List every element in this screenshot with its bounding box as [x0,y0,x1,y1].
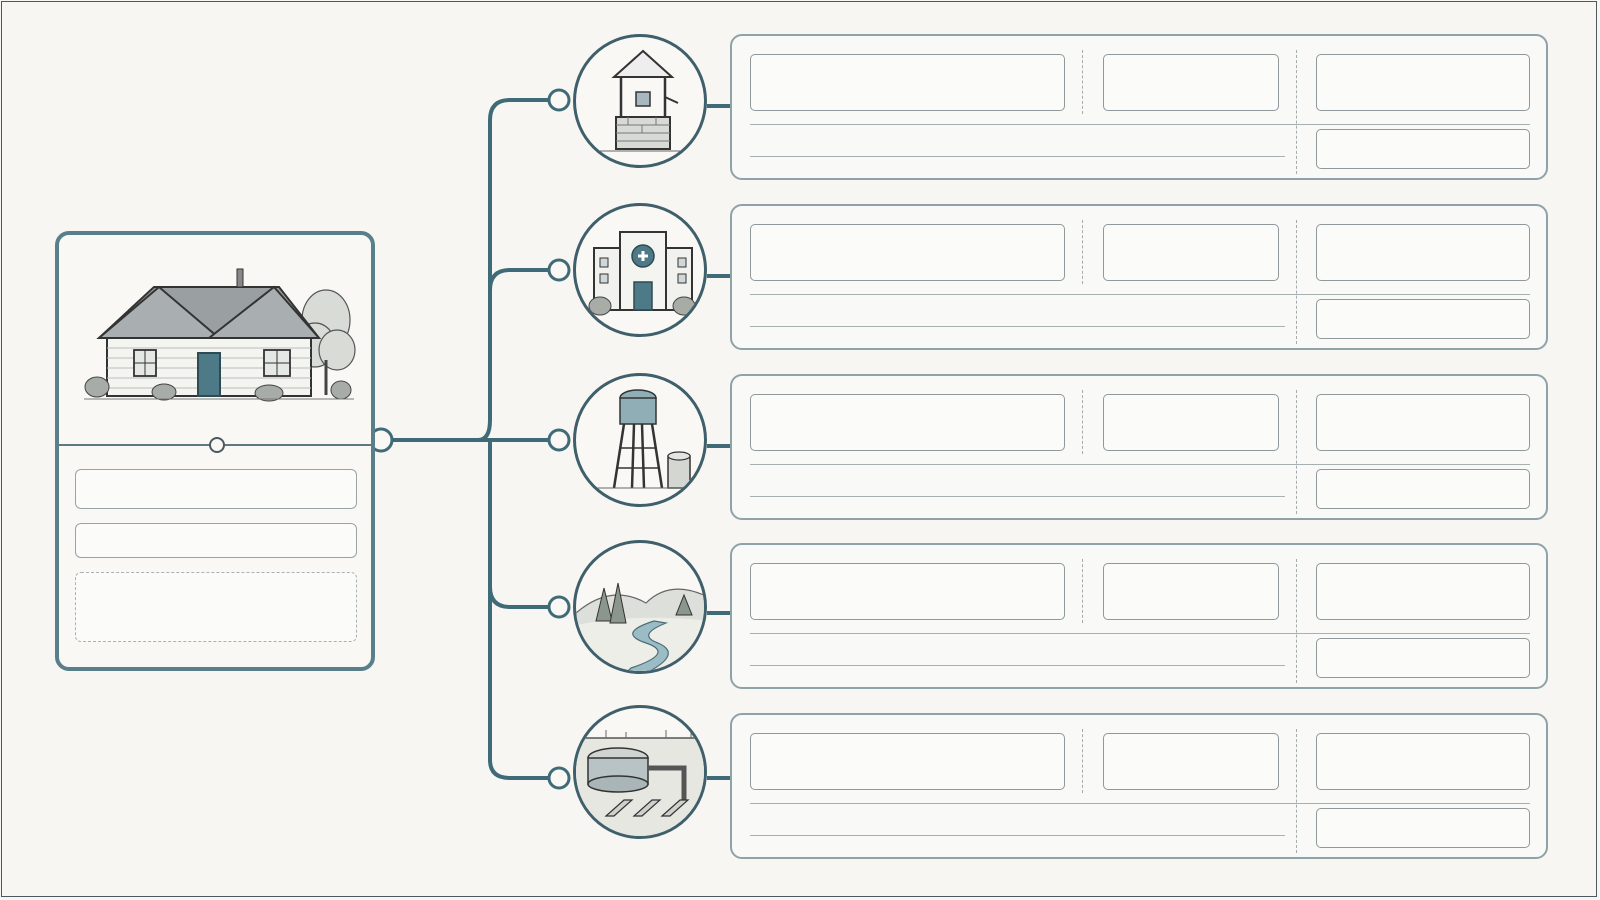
row-card-5 [730,713,1548,859]
row-3-divider [1296,390,1297,514]
branch-node-3 [547,428,571,452]
row-5-divider [1082,729,1083,793]
source-card [55,231,375,671]
branch-node-1 [547,88,571,112]
row-1-divider [1082,50,1083,114]
branch-line-4 [488,585,550,609]
source-divider-node [209,437,225,453]
water-tower-circle[interactable] [573,373,707,507]
row-4-field-1[interactable] [750,563,1065,620]
row-2-separator [750,294,1530,295]
septic-tank-circle[interactable] [573,705,707,839]
row-5-field-3[interactable] [1316,733,1530,790]
branch-node-2 [547,258,571,282]
source-field-1[interactable] [75,469,357,509]
row-card-2 [730,204,1548,350]
row-4-field-3[interactable] [1316,563,1530,620]
row-4-underline [750,665,1285,666]
branch-line-2 [488,268,550,292]
row-5-separator [750,803,1530,804]
row-2-field-3[interactable] [1316,224,1530,281]
river-circle[interactable] [573,540,707,674]
row-1-divider [1296,50,1297,174]
row-5-field-1[interactable] [750,733,1065,790]
row-3-field-2[interactable] [1103,394,1279,451]
row-1-separator [750,124,1530,125]
house-icon [84,268,356,402]
row-card-3 [730,374,1548,520]
row-5-underline [750,835,1285,836]
branch-node-5 [547,766,571,790]
water-tower-icon [591,389,696,489]
row-1-field-2[interactable] [1103,54,1279,111]
row-4-field-4[interactable] [1316,638,1530,678]
row-1-field-4[interactable] [1316,129,1530,169]
hospital-circle[interactable] [573,203,707,337]
row-1-underline [750,156,1285,157]
river-icon [576,582,704,671]
row-3-field-4[interactable] [1316,469,1530,509]
row-1-field-3[interactable] [1316,54,1530,111]
hospital-icon [588,231,696,316]
row-4-separator [750,633,1530,634]
row-2-field-2[interactable] [1103,224,1279,281]
branch-node-4 [547,595,571,619]
row-5-field-2[interactable] [1103,733,1279,790]
source-field-2[interactable] [75,523,357,558]
row-card-1 [730,34,1548,180]
row-3-separator [750,464,1530,465]
row-2-divider [1296,220,1297,344]
row-2-field-4[interactable] [1316,299,1530,339]
septic-tank-icon [576,730,704,836]
row-3-field-3[interactable] [1316,394,1530,451]
row-2-field-1[interactable] [750,224,1065,281]
row-4-divider [1296,559,1297,683]
row-2-divider [1082,220,1083,284]
row-3-divider [1082,390,1083,454]
row-3-underline [750,496,1285,497]
row-4-divider [1082,559,1083,623]
row-5-field-4[interactable] [1316,808,1530,848]
row-card-4 [730,543,1548,689]
well-icon [596,49,690,152]
row-3-field-1[interactable] [750,394,1065,451]
row-2-underline [750,326,1285,327]
row-1-field-1[interactable] [750,54,1065,111]
row-5-divider [1296,729,1297,853]
row-4-field-2[interactable] [1103,563,1279,620]
source-field-3[interactable] [75,572,357,642]
well-circle[interactable] [573,34,707,168]
